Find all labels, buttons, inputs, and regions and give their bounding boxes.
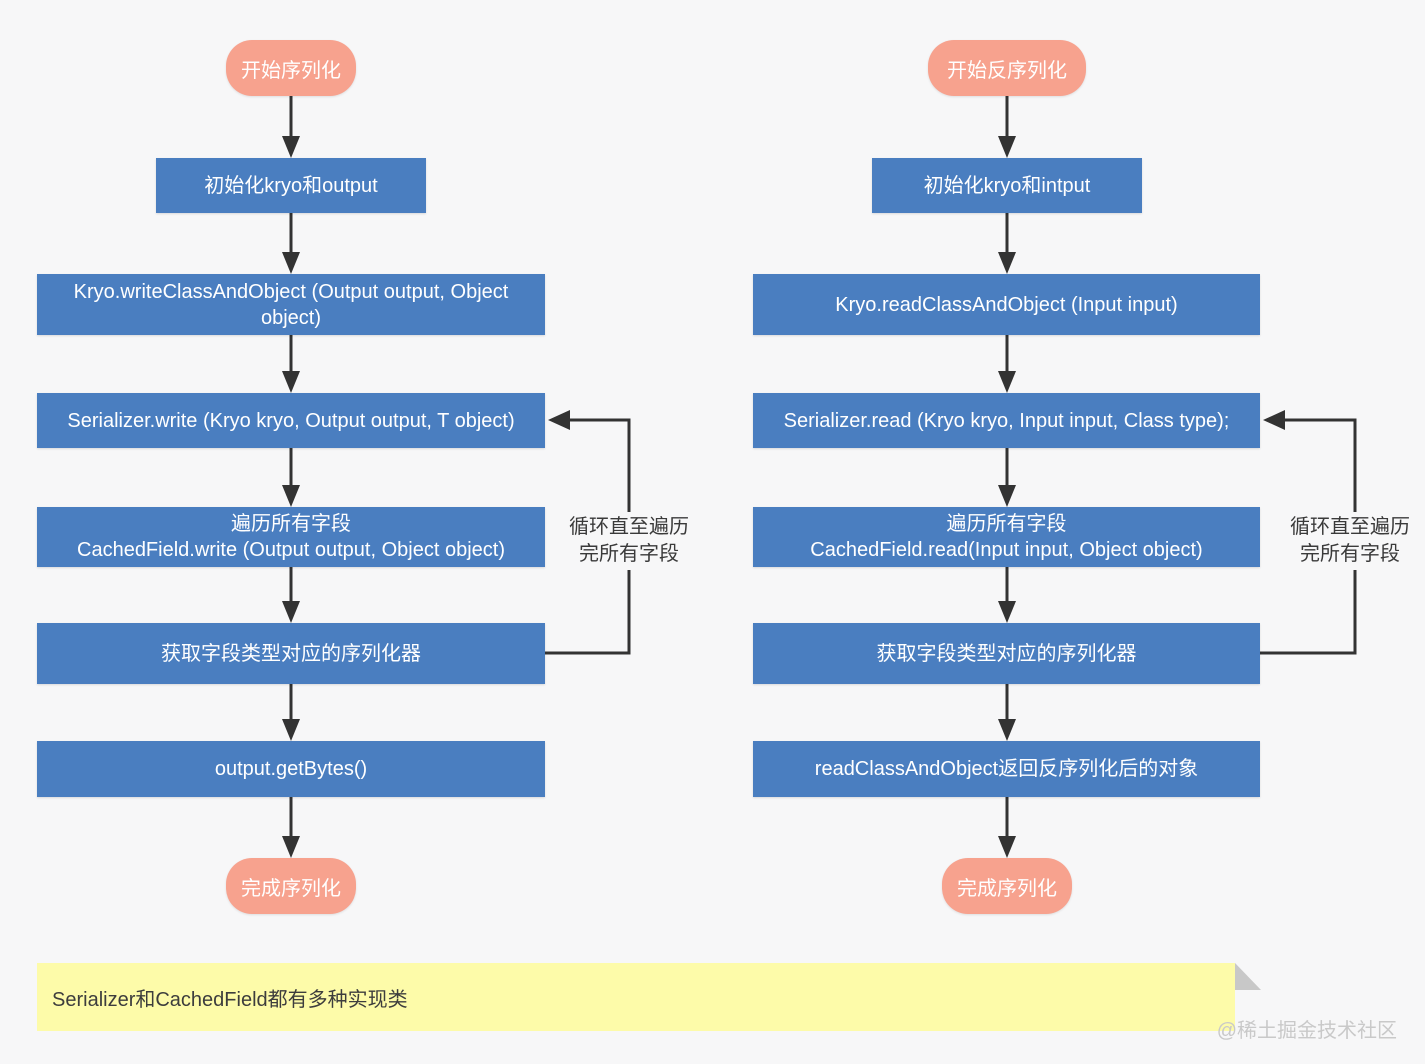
- serialize-step-writeclassandobject: Kryo.writeClassAndObject (Output output,…: [37, 274, 545, 335]
- arrowhead-icon: [998, 252, 1016, 274]
- watermark-text: @稀土掘金技术社区: [1216, 1020, 1397, 1042]
- loop-label-line2: 完所有字段: [579, 543, 679, 565]
- step-label-line1: 遍历所有字段: [231, 513, 351, 535]
- deserialize-step-serializer-read: Serializer.read (Kryo kryo, Input input,…: [753, 393, 1260, 448]
- arrowhead-icon: [282, 136, 300, 158]
- start-serialize-terminal: 开始序列化: [226, 40, 356, 96]
- note-text: Serializer和CachedField都有多种实现类: [52, 988, 408, 1011]
- arrowhead-icon: [282, 371, 300, 393]
- end-serialize-label: 完成序列化: [241, 877, 341, 900]
- loop-label-right: 循环直至遍历 完所有字段: [1275, 512, 1425, 570]
- serialize-step-cachedfield-write: 遍历所有字段 CachedField.write (Output output,…: [37, 507, 545, 567]
- end-deserialize-terminal: 完成序列化: [942, 858, 1072, 914]
- step-label: readClassAndObject返回反序列化后的对象: [814, 758, 1199, 780]
- loop-label-line2: 完所有字段: [1300, 543, 1400, 565]
- serialize-step-getbytes: output.getBytes(): [37, 741, 545, 797]
- serialize-step-serializer-write: Serializer.write (Kryo kryo, Output outp…: [37, 393, 545, 448]
- deserialize-step-get-serializer: 获取字段类型对应的序列化器: [753, 623, 1260, 684]
- step-label: Serializer.read (Kryo kryo, Input input,…: [783, 409, 1230, 432]
- deserialize-step-return-object: readClassAndObject返回反序列化后的对象: [753, 741, 1260, 797]
- note: Serializer和CachedField都有多种实现类: [37, 963, 1235, 1031]
- arrowhead-icon: [282, 836, 300, 858]
- arrowhead-icon: [282, 252, 300, 274]
- serialize-step-get-serializer: 获取字段类型对应的序列化器: [37, 623, 545, 684]
- step-label-line1: 遍历所有字段: [946, 513, 1067, 535]
- serialize-step-init: 初始化kryo和output: [156, 158, 426, 213]
- deserialize-step-readclassandobject: Kryo.readClassAndObject (Input input): [753, 274, 1260, 335]
- deserialize-step-cachedfield-read: 遍历所有字段 CachedField.read(Input input, Obj…: [753, 507, 1260, 567]
- arrowhead-icon: [548, 410, 570, 430]
- step-label: 获取字段类型对应的序列化器: [161, 642, 421, 665]
- loop-label-line1: 循环直至遍历: [569, 516, 689, 538]
- step-label: output.getBytes(): [214, 758, 368, 780]
- step-label-line2: CachedField.write (Output output, Object…: [77, 539, 505, 561]
- step-label: 初始化kryo和output: [204, 174, 378, 197]
- step-label: 获取字段类型对应的序列化器: [876, 642, 1137, 665]
- note-fold-icon: [1235, 963, 1261, 990]
- loop-label-left: 循环直至遍历 完所有字段: [554, 512, 704, 570]
- step-label-line2: CachedField.read(Input input, Object obj…: [810, 539, 1203, 561]
- end-serialize-terminal: 完成序列化: [226, 858, 356, 914]
- arrowhead-icon: [282, 719, 300, 741]
- step-label: 初始化kryo和intput: [923, 174, 1091, 197]
- watermark: @稀土掘金技术社区: [1217, 1014, 1397, 1043]
- end-deserialize-label: 完成序列化: [957, 877, 1057, 900]
- start-deserialize-terminal: 开始反序列化: [928, 40, 1086, 96]
- step-label: Serializer.write (Kryo kryo, Output outp…: [67, 409, 515, 432]
- arrowhead-icon: [998, 485, 1016, 507]
- flow-arrows: [289, 96, 1357, 837]
- step-label: Kryo.readClassAndObject (Input input): [835, 293, 1178, 316]
- step-label: Kryo.writeClassAndObject (Output output,…: [73, 280, 509, 329]
- arrowhead-icon: [998, 601, 1016, 623]
- arrowhead-icon: [282, 485, 300, 507]
- loop-label-line1: 循环直至遍历: [1290, 516, 1410, 538]
- deserialize-step-init: 初始化kryo和intput: [872, 158, 1142, 213]
- arrowhead-icon: [998, 136, 1016, 158]
- arrowhead-icon: [1263, 410, 1285, 430]
- arrowhead-icon: [282, 601, 300, 623]
- start-deserialize-label: 开始反序列化: [947, 59, 1067, 82]
- start-serialize-label: 开始序列化: [241, 59, 341, 82]
- arrowhead-icon: [998, 371, 1016, 393]
- arrowhead-icon: [998, 836, 1016, 858]
- arrowhead-icon: [998, 719, 1016, 741]
